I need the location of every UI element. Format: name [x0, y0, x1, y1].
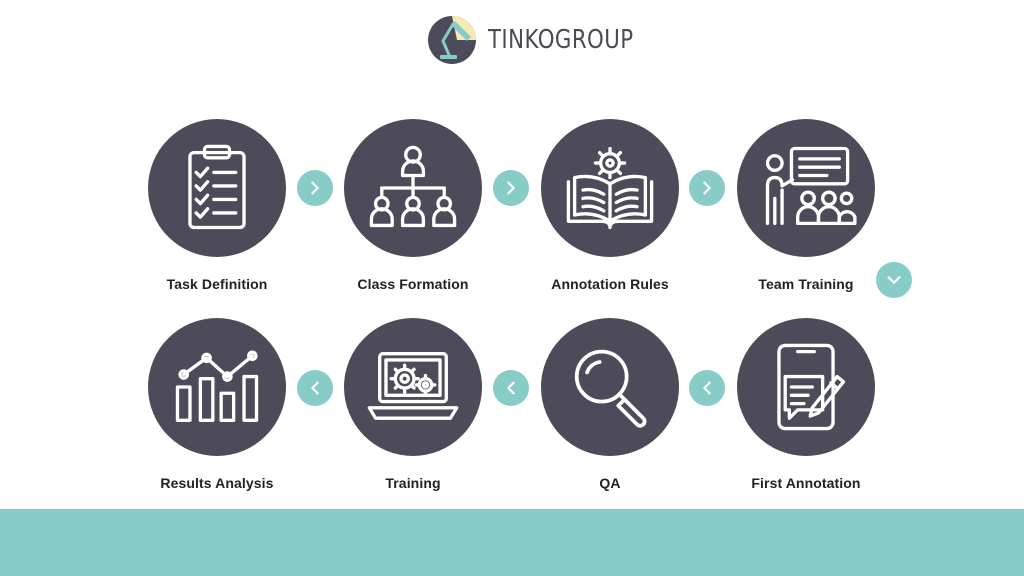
connector-arrow [689, 170, 725, 206]
chevron-left-icon [311, 381, 319, 395]
step-circle [148, 318, 286, 456]
step-team-training: Team Training [708, 119, 904, 292]
step-label: QA [599, 475, 621, 491]
chevron-right-icon [311, 181, 319, 195]
step-label: Results Analysis [160, 475, 274, 491]
step-label: Annotation Rules [551, 276, 669, 292]
step-circle [148, 119, 286, 257]
step-circle [541, 119, 679, 257]
footer-band [0, 509, 1024, 576]
step-task-definition: Task Definition [119, 119, 315, 292]
step-label: Training [385, 475, 441, 491]
desk-lamp-logo-icon [428, 16, 476, 64]
step-first-annotation: First Annotation [708, 318, 904, 491]
step-results-analysis: Results Analysis [119, 318, 315, 491]
step-circle [737, 119, 875, 257]
book-gear-icon [566, 146, 654, 230]
bar-line-chart-icon [175, 350, 259, 422]
chevron-down-icon [887, 276, 901, 284]
step-annotation-rules: Annotation Rules [512, 119, 708, 292]
step-label: Class Formation [357, 276, 469, 292]
step-circle [737, 318, 875, 456]
step-circle [344, 318, 482, 456]
connector-arrow [297, 170, 333, 206]
step-class-formation: Class Formation [315, 119, 511, 292]
document-pen-icon [777, 343, 846, 431]
step-label: Task Definition [166, 276, 268, 292]
chevron-right-icon [703, 181, 711, 195]
connector-arrow [297, 370, 333, 406]
laptop-gears-icon [367, 352, 459, 420]
brand-logo: TINKOGROUP [427, 14, 665, 66]
magnifier-icon [574, 349, 647, 428]
connector-arrow [689, 370, 725, 406]
chevron-right-icon [507, 181, 515, 195]
step-circle [344, 119, 482, 257]
step-training: Training [315, 318, 511, 491]
step-circle [541, 318, 679, 456]
presentation-audience-icon [765, 146, 857, 226]
step-label: Team Training [758, 276, 854, 292]
connector-arrow-down [876, 262, 912, 298]
connector-arrow [493, 370, 529, 406]
brand-name: TINKOGROUP [488, 25, 634, 55]
chevron-left-icon [703, 381, 711, 395]
chevron-left-icon [507, 381, 515, 395]
step-label: First Annotation [751, 475, 861, 491]
hierarchy-people-icon [369, 145, 457, 228]
step-qa: QA [512, 318, 708, 491]
connector-arrow [493, 170, 529, 206]
clipboard-checklist-icon [188, 144, 246, 230]
